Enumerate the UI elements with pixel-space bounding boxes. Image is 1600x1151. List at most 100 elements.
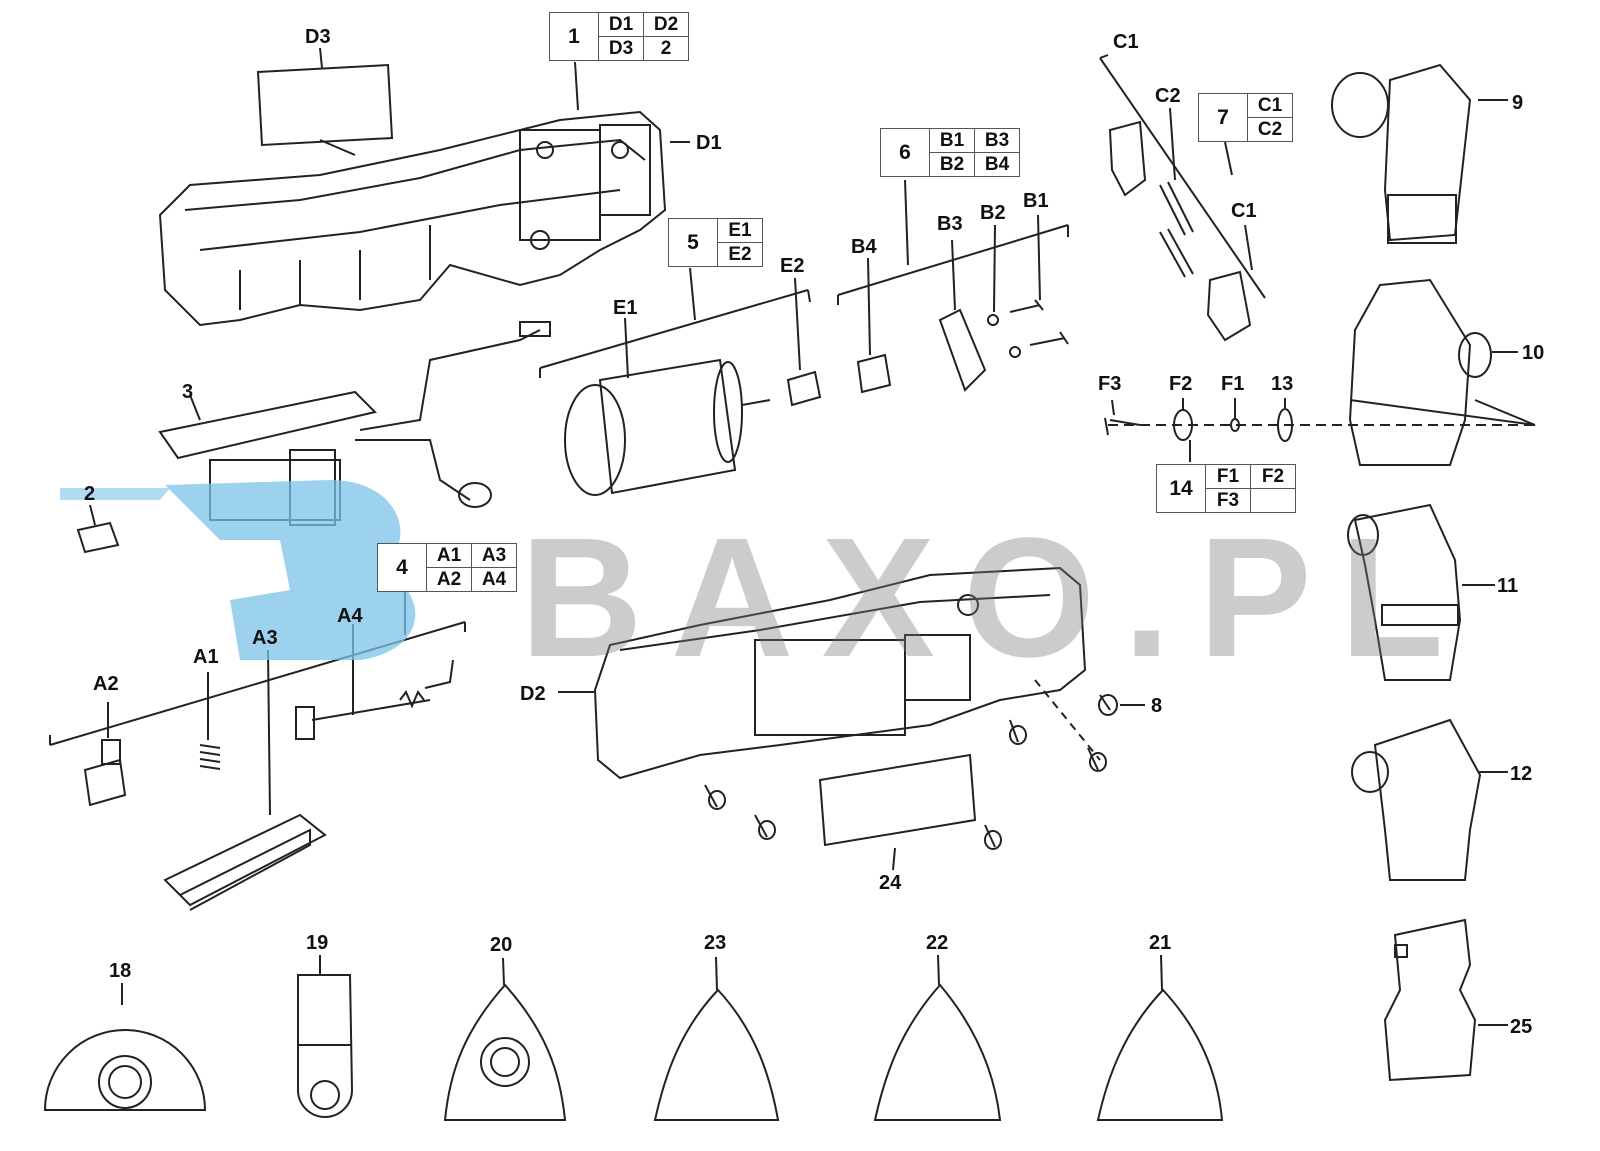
label-a1: A1 <box>193 646 219 668</box>
kit-14-part: F1 <box>1205 464 1251 489</box>
label-d2: D2 <box>520 683 546 705</box>
label-a3: A3 <box>252 627 278 649</box>
saw-blade-18 <box>43 983 207 1111</box>
nut-f2 <box>1173 398 1193 441</box>
kit-table-1: 1 D1 D2 D3 2 <box>549 12 689 61</box>
label-f2: F2 <box>1169 373 1193 395</box>
kit-4-part: A4 <box>471 567 517 592</box>
label-sticker-d3 <box>256 47 394 156</box>
label-b1: B1 <box>1023 190 1049 212</box>
washer-f1 <box>1230 398 1240 432</box>
label-b4: B4 <box>851 236 877 258</box>
kit-4-part: A2 <box>426 567 472 592</box>
small-clip-2 <box>76 521 120 554</box>
kit-5-part: E2 <box>717 242 763 267</box>
label-c2: C2 <box>1155 85 1181 107</box>
sanding-sheet-23 <box>653 956 780 1121</box>
kit-6-part: B3 <box>974 128 1020 153</box>
label-sticker-24 <box>818 753 977 871</box>
screw-f3 <box>1104 399 1141 436</box>
kit-1-part: 2 <box>643 36 689 61</box>
label-e1: E1 <box>613 297 638 319</box>
label-e2: E2 <box>780 255 805 277</box>
clamp-c1-upper <box>1108 120 1147 197</box>
sanding-pad-20 <box>443 957 567 1121</box>
kit-1-part: D1 <box>598 12 644 37</box>
kit-4-part: A1 <box>426 543 472 568</box>
label-8: 8 <box>1151 695 1163 717</box>
washer-b2 <box>987 224 1021 358</box>
label-f1: F1 <box>1221 373 1245 395</box>
label-3: 3 <box>182 381 194 403</box>
label-c1-bottom: C1 <box>1231 200 1257 222</box>
label-20: 20 <box>490 934 513 956</box>
motor-e1 <box>564 317 771 496</box>
kit-4-part: A3 <box>471 543 517 568</box>
kit-6-number: 6 <box>880 128 930 177</box>
spring-a1 <box>199 672 221 770</box>
label-11: 11 <box>1497 575 1519 597</box>
label-25: 25 <box>1510 1016 1533 1038</box>
label-2: 2 <box>84 483 96 505</box>
kit-1-number: 1 <box>549 12 599 61</box>
kit-14-part: F3 <box>1205 488 1251 513</box>
label-10: 10 <box>1522 342 1545 364</box>
label-a4: A4 <box>337 605 363 627</box>
kit-4-number: 4 <box>377 543 427 592</box>
kit-1-part: D3 <box>598 36 644 61</box>
kit-6-part: B4 <box>974 152 1020 177</box>
label-c1-top: C1 <box>1113 31 1139 53</box>
kit-14-part-empty <box>1250 488 1296 513</box>
kit-7-part: C2 <box>1247 117 1293 142</box>
kit-1-part: D2 <box>643 12 689 37</box>
springs-c2 <box>1159 107 1194 278</box>
label-b3: B3 <box>937 213 963 235</box>
label-d3: D3 <box>305 26 331 48</box>
label-19: 19 <box>306 932 329 954</box>
label-13: 13 <box>1271 373 1294 395</box>
kit-14-part: F2 <box>1250 464 1296 489</box>
sanding-sheet-21 <box>1096 954 1224 1121</box>
screws-b1 <box>1009 214 1069 346</box>
label-b2: B2 <box>980 202 1006 224</box>
angle-head-11 <box>1347 503 1495 681</box>
kit-table-4: 4 A1 A3 A2 A4 <box>377 543 517 592</box>
ratchet-head-25 <box>1383 918 1508 1082</box>
label-23: 23 <box>704 932 727 954</box>
label-24: 24 <box>879 872 902 894</box>
gear-b4 <box>856 257 892 394</box>
offset-head-10 <box>1348 278 1536 466</box>
kit-5-part: E1 <box>717 218 763 243</box>
kit-table-6: 6 B1 B3 B2 B4 <box>880 128 1020 177</box>
clamp-13 <box>1277 398 1293 442</box>
label-21: 21 <box>1149 932 1172 954</box>
sanding-sheet-22 <box>873 954 1002 1121</box>
plunge-blade-19 <box>297 955 354 1118</box>
kit-6-part: B2 <box>929 152 975 177</box>
label-d1: D1 <box>696 132 722 154</box>
kit-7-number: 7 <box>1198 93 1248 142</box>
watermark-text: BAXO.PL <box>520 503 1472 693</box>
screws-8 <box>704 679 1145 850</box>
kit-14-number: 14 <box>1156 464 1206 513</box>
label-12: 12 <box>1510 763 1533 785</box>
battery-cover-a3 <box>163 649 327 911</box>
kit-table-14: 14 F1 F2 F3 <box>1156 464 1296 513</box>
label-f3: F3 <box>1098 373 1122 395</box>
housing-half-d1 <box>158 110 690 327</box>
switch-button-a2 <box>83 702 127 807</box>
bracket-b3 <box>938 239 987 392</box>
clamp-c1-lower <box>1206 224 1253 342</box>
label-a2: A2 <box>93 673 119 695</box>
kit-6-part: B1 <box>929 128 975 153</box>
multitool-head-12 <box>1351 718 1508 881</box>
kit-5-number: 5 <box>668 218 718 267</box>
coupler-e2 <box>786 277 822 407</box>
kit-table-5: 5 E1 E2 <box>668 218 763 267</box>
housing-half-d2 <box>558 566 1087 780</box>
kit-7-part: C1 <box>1247 93 1293 118</box>
kit-table-7: 7 C1 C2 <box>1198 93 1293 142</box>
